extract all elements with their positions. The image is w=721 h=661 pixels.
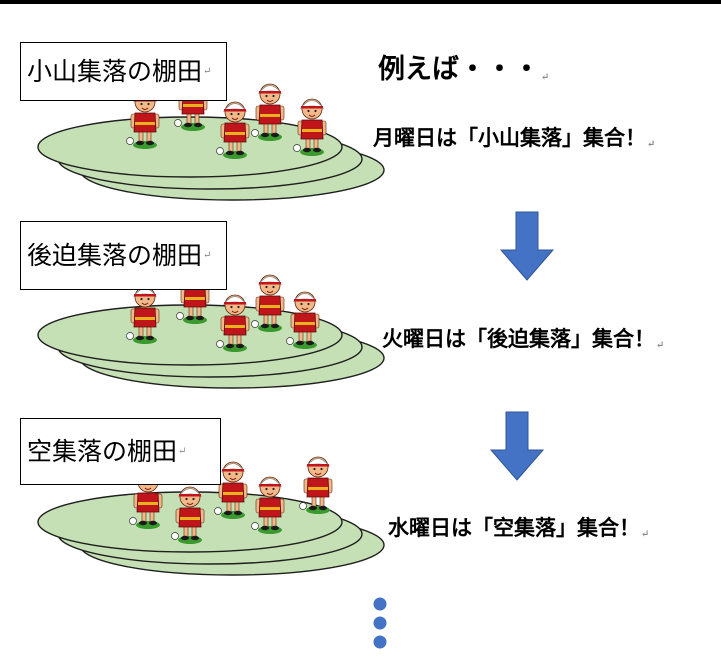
- terrace-field: [37, 491, 385, 576]
- group-label-box: 空集落の棚田↵: [20, 418, 221, 485]
- group-label-text: 小山集落の棚田: [27, 57, 203, 86]
- ellipsis-dot-icon: [373, 616, 387, 630]
- group-label-text: 後迫集落の棚田: [27, 241, 203, 270]
- player-icon: [286, 291, 320, 349]
- top-border-line: [0, 0, 721, 4]
- paragraph-mark-icon: ↵: [203, 249, 212, 261]
- paragraph-mark-icon: ↵: [641, 529, 650, 540]
- player-icon: [126, 286, 160, 344]
- player-icon: [216, 101, 250, 159]
- ellipsis-dot-icon: [373, 635, 387, 649]
- assembly-rule: 月曜日は「小山集落」集合！↵: [373, 122, 655, 152]
- assembly-rule: 火曜日は「後迫集落」集合！↵: [382, 323, 664, 353]
- down-arrow-icon: [499, 211, 555, 281]
- ellipsis-dot-icon: [373, 597, 387, 611]
- player-icon: [251, 274, 285, 332]
- paragraph-mark-icon: ↵: [656, 340, 665, 351]
- player-icon: [171, 486, 205, 544]
- assembly-rule-text: 火曜日は「後迫集落」集合！: [382, 326, 655, 351]
- player-icon: [214, 461, 248, 519]
- terrace-field: [37, 304, 385, 389]
- player-icon: [299, 456, 333, 514]
- group-label-text: 空集落の棚田: [27, 437, 178, 466]
- player-icon: [251, 476, 285, 534]
- example-heading: 例えば・・・↵: [378, 47, 549, 86]
- assembly-rule: 水曜日は「空集落」集合！↵: [388, 512, 649, 542]
- group-label-box: 小山集落の棚田↵: [20, 42, 227, 101]
- player-icon: [216, 294, 250, 352]
- group-label-box: 後迫集落の棚田↵: [20, 221, 227, 290]
- paragraph-mark-icon: ↵: [647, 139, 656, 150]
- paragraph-mark-icon: ↵: [203, 65, 212, 77]
- player-icon: [293, 98, 327, 156]
- player-icon: [251, 83, 285, 141]
- paragraph-mark-icon: ↵: [541, 72, 550, 83]
- example-heading-text: 例えば・・・: [378, 54, 540, 85]
- assembly-rule-text: 水曜日は「空集落」集合！: [388, 515, 640, 540]
- down-arrow-icon: [489, 411, 545, 481]
- paragraph-mark-icon: ↵: [178, 445, 187, 457]
- terrace-field: [37, 116, 385, 201]
- assembly-rule-text: 月曜日は「小山集落」集合！: [373, 125, 646, 150]
